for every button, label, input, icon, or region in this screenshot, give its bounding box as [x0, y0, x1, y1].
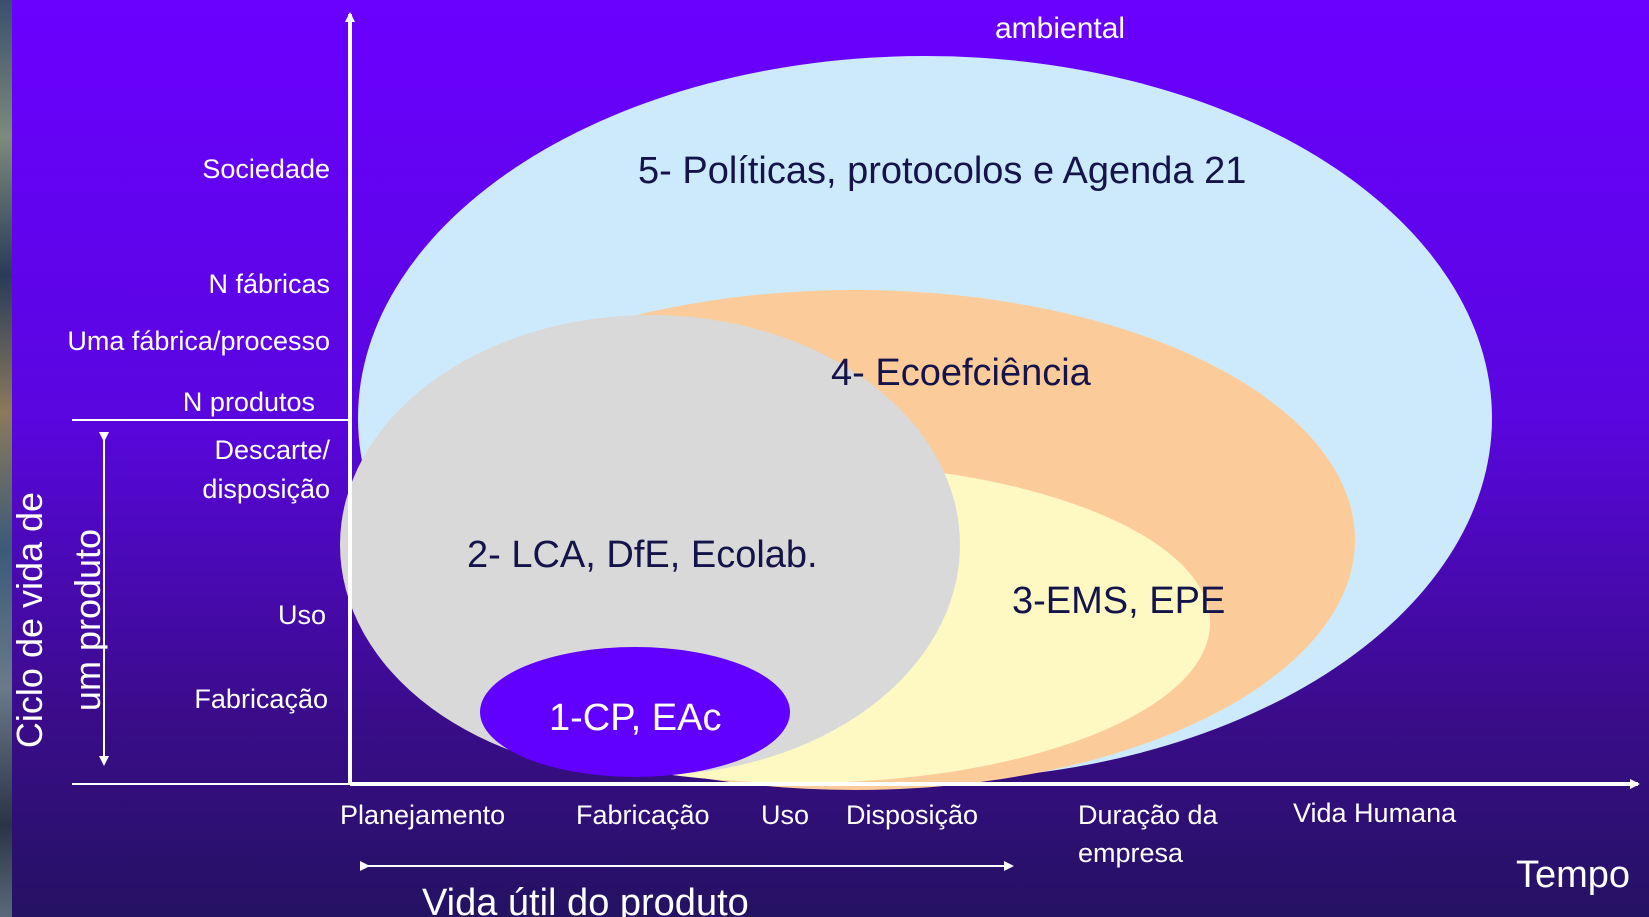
area-label-lca: 2- LCA, DfE, Ecolab. — [467, 534, 818, 576]
x-label-uso: Uso — [761, 800, 810, 830]
y-label-n-fabricas: N fábricas — [208, 269, 330, 299]
y-axis-title-line1: Ciclo de vida de — [9, 491, 50, 749]
y-label-descarte: Descarte/ — [214, 435, 330, 465]
area-label-ecoeficiencia: 4- Ecoefciência — [831, 352, 1091, 394]
area-cp-shape — [480, 647, 790, 777]
y-axis-title: Ciclo de vida de um produto — [0, 470, 120, 770]
y-label-disposicao: disposição — [202, 474, 330, 504]
x-label-vida-humana: Vida Humana — [1293, 798, 1457, 828]
x-label-planejamento: Planejamento — [340, 800, 506, 830]
area-label-politicas: 5- Políticas, protocolos e Agenda 21 — [638, 150, 1247, 192]
useful-life-label: Vida útil do produto — [422, 882, 749, 917]
photo-strip-decoration — [0, 0, 12, 917]
x-label-empresa: empresa — [1078, 838, 1184, 868]
x-label-duracao: Duração da — [1078, 800, 1218, 830]
y-label-fabricacao: Fabricação — [194, 684, 328, 714]
area-label-cp: 1-CP, EAc — [549, 697, 722, 739]
top-label: ambiental — [995, 12, 1126, 45]
x-axis-title: Tempo — [1516, 854, 1631, 896]
area-lca-shape — [340, 315, 960, 775]
x-label-disposicao: Disposição — [846, 800, 979, 830]
y-label-uma-fabrica: Uma fábrica/processo — [67, 326, 330, 356]
y-label-n-produtos: N produtos — [182, 387, 315, 417]
y-axis-title-line2: um produto — [67, 528, 108, 712]
y-label-uso: Uso — [277, 600, 326, 630]
area-label-ems: 3-EMS, EPE — [1012, 580, 1226, 622]
y-label-sociedade: Sociedade — [202, 154, 330, 184]
x-label-fabricacao: Fabricação — [576, 800, 710, 830]
